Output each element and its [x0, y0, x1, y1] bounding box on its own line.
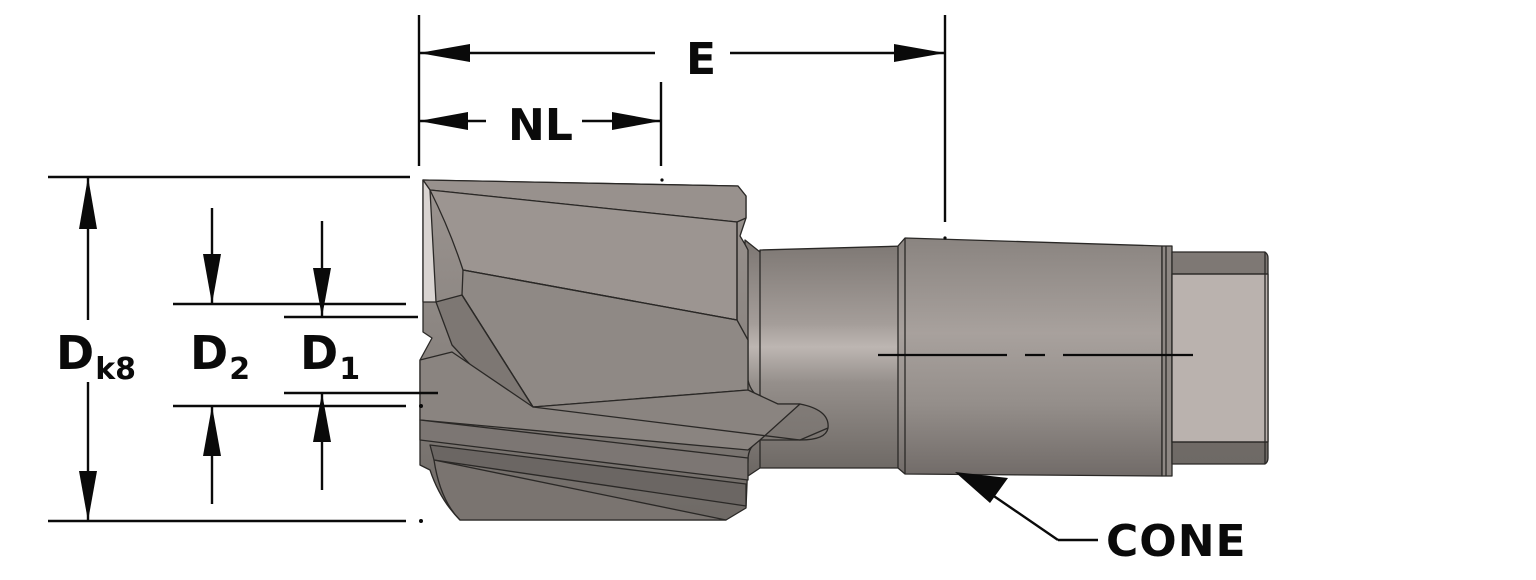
dimension-subscript: k8 — [95, 352, 137, 387]
shank-neck — [744, 239, 906, 479]
flute-groove-2 — [429, 444, 747, 507]
dimension-e — [419, 44, 945, 62]
dimension-label-nl: NL — [508, 100, 573, 151]
cone-section — [897, 237, 1163, 477]
flute-groove-1 — [419, 419, 749, 481]
dimension-lines — [48, 15, 1098, 542]
dimension-label-d2: D2 — [190, 330, 250, 385]
dimension-d1 — [313, 221, 331, 490]
drive-flat-face — [1171, 273, 1269, 443]
dimension-symbol: D — [190, 326, 229, 380]
collar — [1161, 245, 1173, 477]
flute-face-lower — [419, 351, 801, 451]
dimension-symbol: D — [300, 326, 339, 380]
tool-body — [419, 179, 1269, 521]
dimension-subscript: 2 — [229, 352, 251, 387]
dimension-symbol: D — [56, 326, 95, 380]
dimension-subscript: 1 — [339, 352, 361, 387]
dimension-dk8 — [79, 177, 97, 521]
callout-label-cone: CONE — [1106, 516, 1247, 567]
dimension-nl — [419, 112, 661, 130]
dimension-d2 — [203, 208, 221, 504]
cone-leader — [955, 472, 1098, 542]
dimension-label-d1: D1 — [300, 330, 360, 385]
dimension-label-e: E — [686, 34, 717, 85]
dimension-label-dk8: Dk8 — [56, 330, 136, 385]
